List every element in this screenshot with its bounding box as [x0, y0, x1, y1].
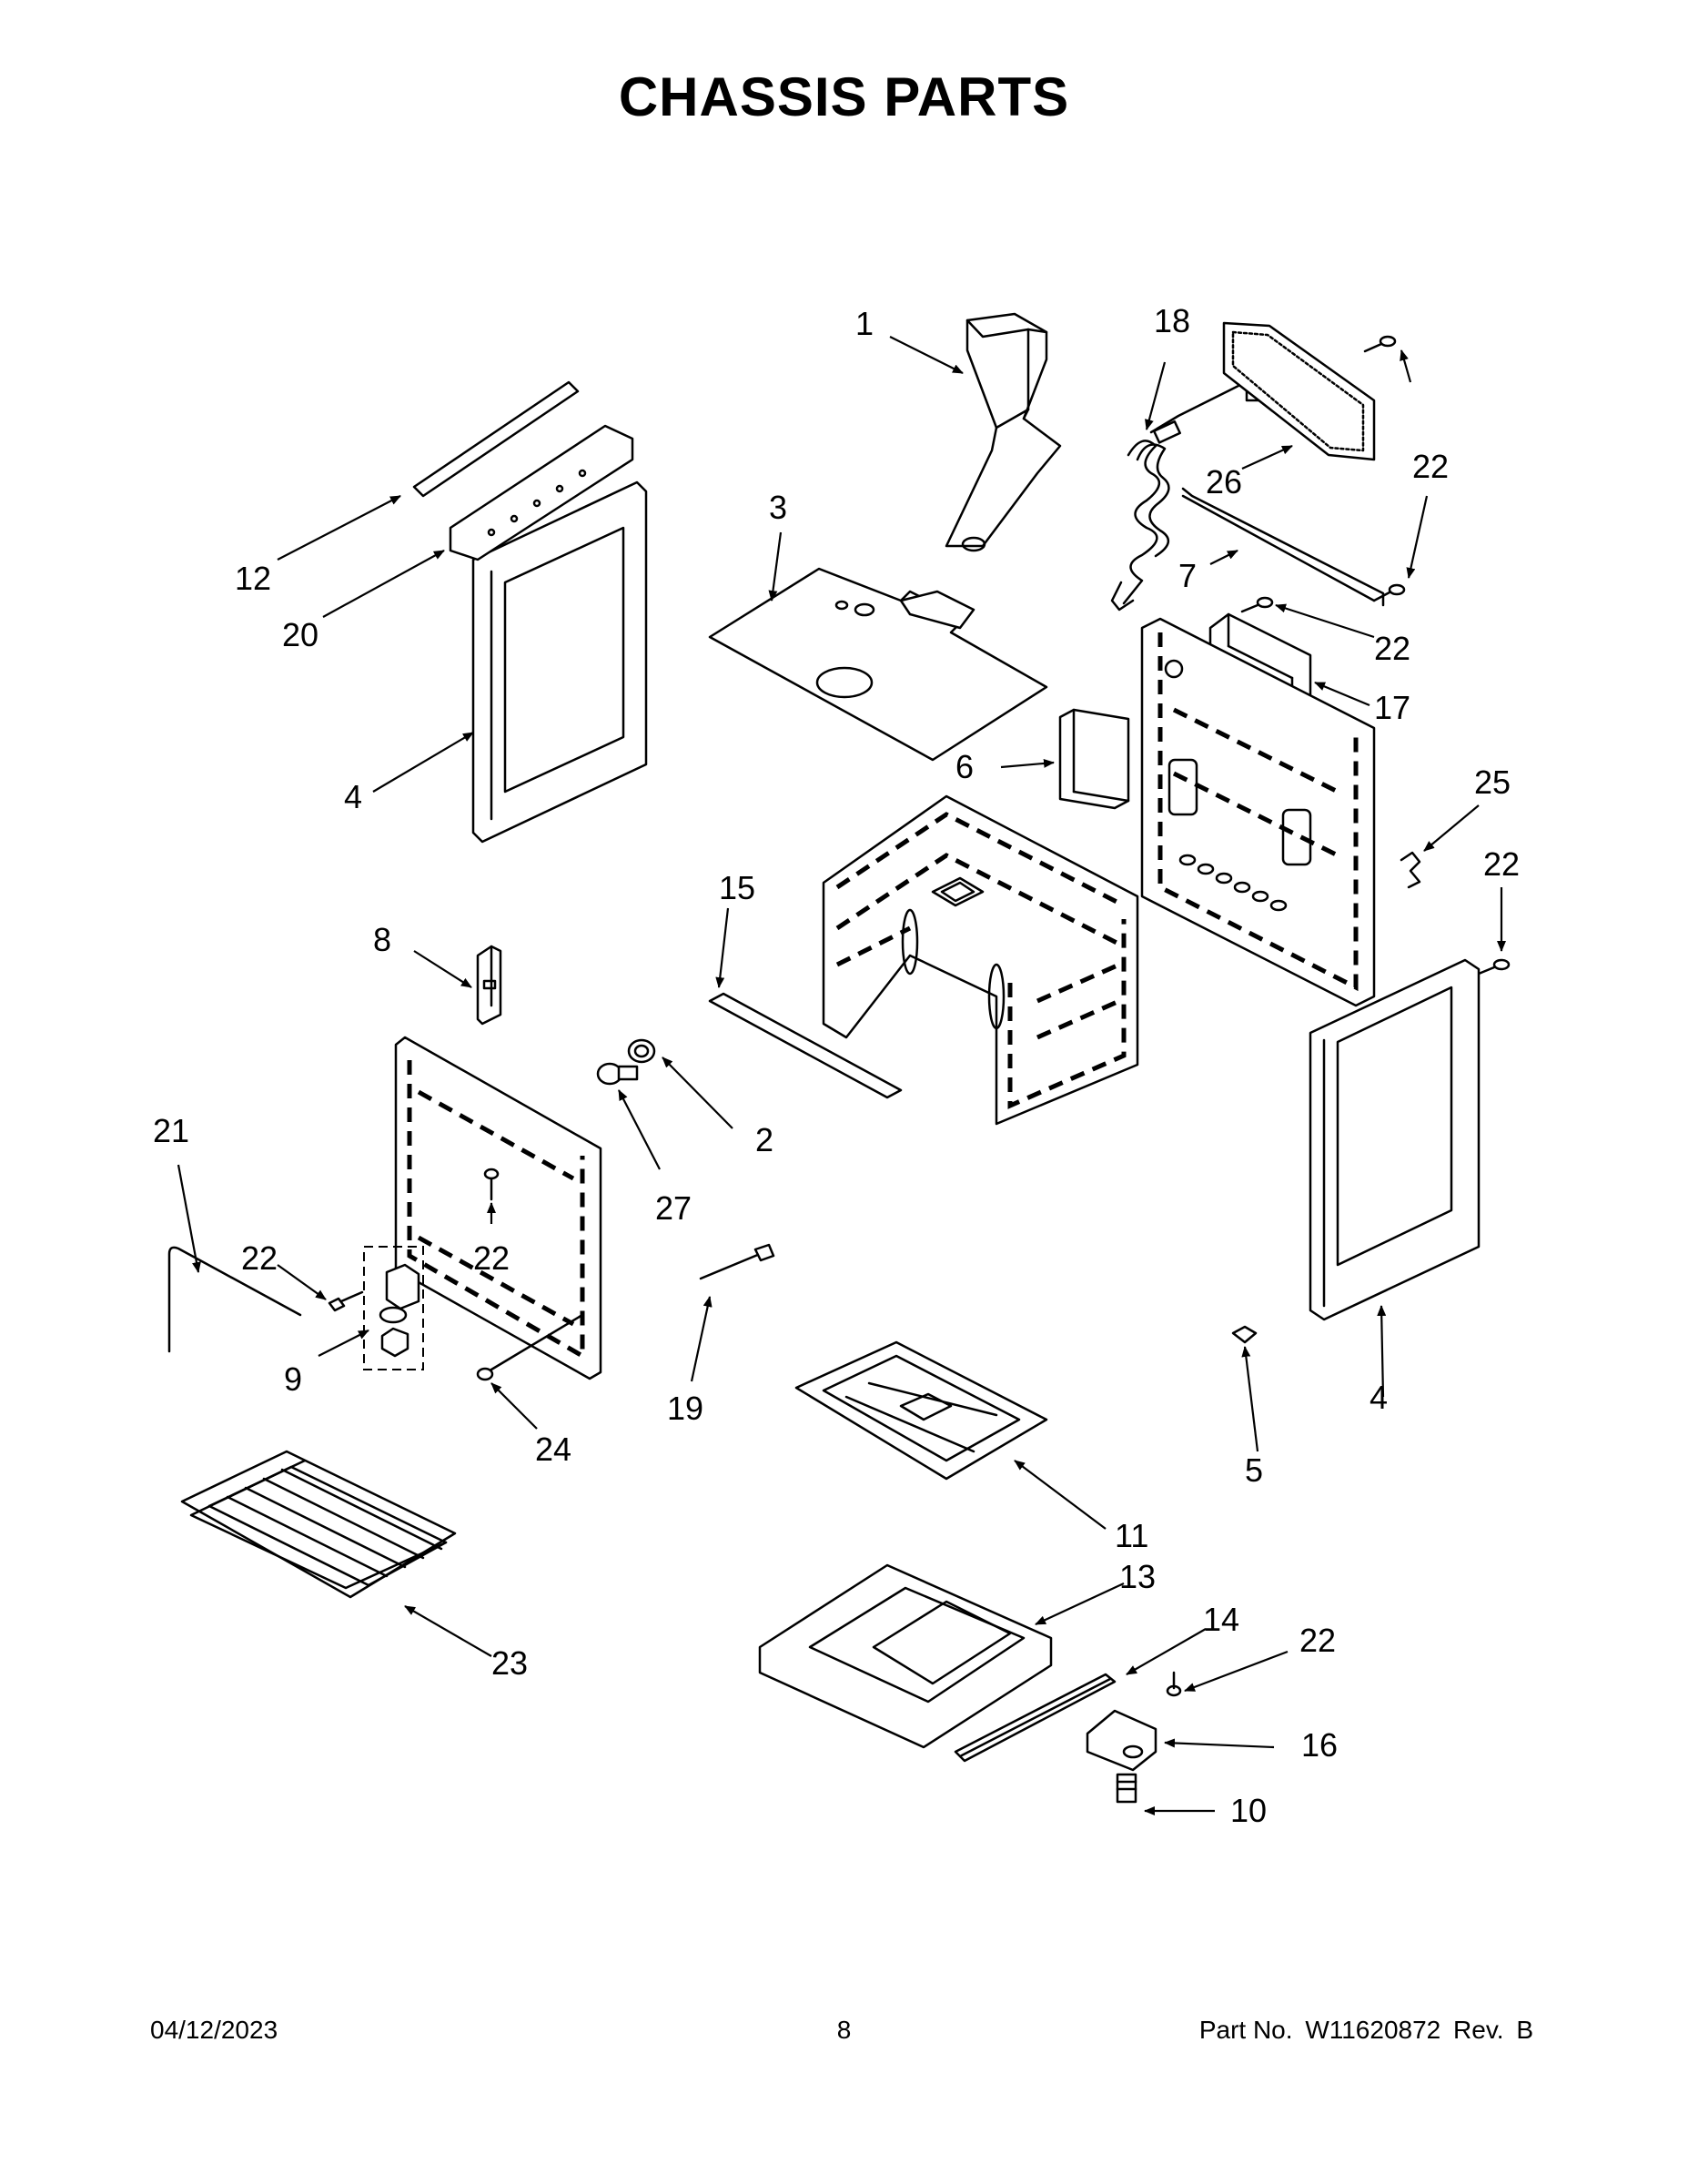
callout-24: 24	[535, 1431, 571, 1468]
callout-22-frame: 22	[473, 1239, 510, 1277]
callout-16: 16	[1301, 1726, 1338, 1764]
part-3-top-panel	[708, 567, 1048, 762]
rear-chassis-panel	[1140, 617, 1376, 1007]
callout-21: 21	[153, 1112, 189, 1149]
screw-22-bracket	[1240, 596, 1274, 613]
leader-lines	[177, 336, 1506, 1815]
callout-3: 3	[769, 489, 787, 526]
callout-13: 13	[1119, 1558, 1156, 1595]
part-7-bracket	[1181, 487, 1385, 607]
callout-23: 23	[491, 1644, 528, 1682]
callout-19: 19	[667, 1390, 703, 1427]
callout-8: 8	[373, 921, 391, 958]
part-20-bracket-strip	[449, 424, 634, 561]
callout-1: 1	[855, 305, 874, 342]
part-16-leg-bracket	[1086, 1709, 1157, 1772]
part-4-left-side-panel	[471, 480, 648, 844]
callout-22-bracket: 22	[1374, 630, 1410, 667]
footer-date: 04/12/2023	[150, 2016, 278, 2044]
screw-22-mid-right	[1372, 583, 1406, 602]
page-title: CHASSIS PARTS	[618, 66, 1070, 127]
part-27-screw	[596, 1062, 639, 1086]
part-18-power-cord	[1110, 373, 1261, 612]
callout-15: 15	[719, 869, 755, 906]
part-6-box	[1058, 708, 1130, 810]
screw-22-left	[328, 1290, 364, 1312]
callout-18: 18	[1154, 302, 1190, 339]
callout-4-right: 4	[1370, 1379, 1388, 1416]
callout-6: 6	[955, 748, 974, 785]
callout-4-left: 4	[344, 778, 362, 815]
callout-labels: 1 3 18 26 22 7 22 17 6 25 22 12 20 4 15 …	[153, 302, 1520, 1829]
rev-label: Rev.	[1453, 2016, 1504, 2044]
screw-22-bottom	[1166, 1671, 1182, 1697]
callout-27: 27	[655, 1189, 692, 1227]
callout-2: 2	[755, 1121, 773, 1158]
callout-20: 20	[282, 616, 318, 653]
callout-22-left: 22	[241, 1239, 278, 1277]
callout-22-right-panel: 22	[1483, 845, 1520, 883]
part-1-vent-duct	[945, 312, 1062, 552]
lower-front-frame	[394, 1036, 602, 1380]
screw-24	[476, 1313, 584, 1381]
callout-26: 26	[1206, 463, 1242, 500]
callout-9: 9	[284, 1360, 302, 1398]
callout-22-bottom: 22	[1299, 1622, 1336, 1659]
oven-cavity	[822, 794, 1139, 1126]
callout-17: 17	[1374, 689, 1410, 726]
part-9-leveling-leg	[363, 1246, 424, 1370]
part-8-bracket	[476, 945, 502, 1026]
part-23-oven-rack	[180, 1450, 457, 1599]
part-15-strip	[708, 992, 903, 1099]
part-no-label: Part No.	[1198, 2016, 1293, 2044]
callout-5: 5	[1245, 1451, 1263, 1489]
screw-22-right-panel	[1477, 958, 1511, 976]
part-25-clip	[1400, 851, 1421, 889]
callout-14: 14	[1203, 1601, 1239, 1638]
part-26-cover-plate	[1222, 321, 1376, 461]
part-14-trim	[954, 1673, 1117, 1763]
callout-7: 7	[1178, 557, 1197, 594]
callout-12: 12	[235, 560, 271, 597]
part-5-clip	[1231, 1325, 1258, 1344]
part-2-bushing	[627, 1038, 656, 1064]
part-19-sensor	[699, 1243, 775, 1280]
part-12-trim-strip	[412, 380, 580, 498]
part-no-value: W11620872	[1305, 2016, 1441, 2044]
callout-25: 25	[1474, 763, 1511, 801]
part-13-oven-bottom	[758, 1563, 1053, 1749]
callout-10: 10	[1230, 1792, 1267, 1829]
callout-22-top-right: 22	[1412, 448, 1449, 485]
part-10-leveling-foot	[1116, 1773, 1137, 1804]
part-4-right-side-panel	[1309, 958, 1481, 1321]
part-21-rod	[167, 1246, 302, 1353]
rev-value: B	[1516, 2016, 1533, 2044]
callout-11: 11	[1115, 1517, 1148, 1554]
part-11-tray	[794, 1340, 1048, 1481]
footer-page-number: 8	[836, 2016, 852, 2044]
screw-22-top-right	[1363, 335, 1397, 353]
screw-22-frame	[483, 1168, 500, 1201]
footer-part-number: Part No. W11620872 Rev. B	[1194, 2016, 1533, 2045]
